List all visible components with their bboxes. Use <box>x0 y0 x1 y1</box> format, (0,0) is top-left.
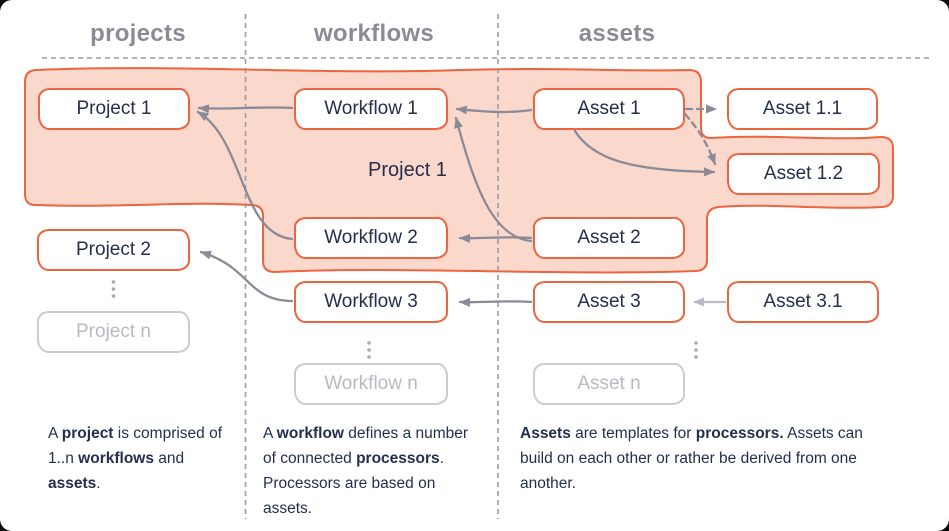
column-header-workflows: workflows <box>313 20 435 47</box>
vertical-ellipsis-icon-assets <box>694 341 698 359</box>
project-1-region-label: Project 1 <box>368 159 447 181</box>
arrow-asset1-to-asset12-dashed <box>683 112 717 166</box>
node-asset-3: Asset 3 <box>533 281 685 323</box>
arrow-workflow1-to-project1 <box>197 104 294 114</box>
arrow-workflow3-to-project2 <box>199 250 294 303</box>
arrow-asset1-to-workflow1 <box>455 105 533 115</box>
vertical-ellipsis-icon-workflows <box>367 341 371 359</box>
node-asset-n: Asset n <box>533 363 685 405</box>
node-workflow-n: Workflow n <box>294 363 448 405</box>
description-workflows: A workflow defines a number of connected… <box>263 425 469 517</box>
node-asset-3-1: Asset 3.1 <box>727 281 879 323</box>
node-asset-1-2: Asset 1.2 <box>727 153 880 195</box>
description-projects: A project is comprised of 1..n workflows… <box>48 425 223 492</box>
arrow-asset3-to-workflow3 <box>458 297 533 307</box>
node-project-2: Project 2 <box>37 229 190 271</box>
node-asset-2: Asset 2 <box>533 217 685 259</box>
node-project-n: Project n <box>37 311 190 353</box>
arrow-workflow2-to-project1 <box>196 110 294 241</box>
node-asset-1: Asset 1 <box>533 88 685 130</box>
node-asset-1-1: Asset 1.1 <box>727 88 878 130</box>
column-header-projects: projects <box>90 20 186 47</box>
arrow-asset2-to-workflow2 <box>458 233 533 243</box>
arrow-asset1-to-asset12-solid <box>573 129 716 177</box>
description-assets: Assets are templates for processors. Ass… <box>520 425 863 492</box>
node-workflow-3: Workflow 3 <box>294 281 448 323</box>
node-workflow-1: Workflow 1 <box>294 88 448 130</box>
node-project-1: Project 1 <box>38 88 190 130</box>
vertical-ellipsis-icon-projects <box>111 280 116 298</box>
node-workflow-2: Workflow 2 <box>294 217 448 259</box>
column-header-assets: assets <box>578 20 656 47</box>
